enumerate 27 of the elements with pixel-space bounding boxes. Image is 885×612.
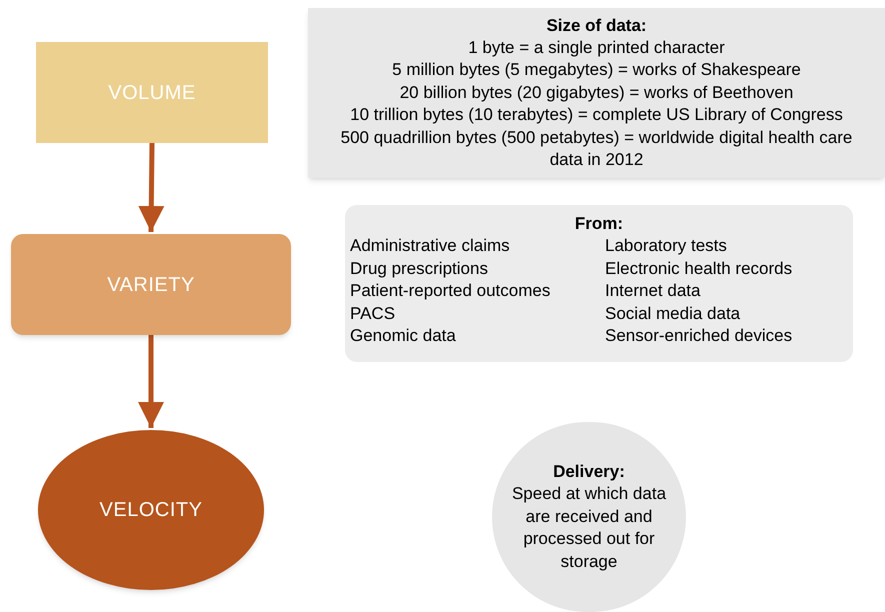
list-item: PACS [350, 302, 396, 324]
node-label: VOLUME [108, 80, 196, 106]
list-item: Laboratory tests [605, 235, 728, 257]
process-box [36, 42, 268, 143]
list-item: Drug prescriptions [350, 258, 489, 280]
info-box [308, 8, 885, 178]
list-item: Sensor-enriched devices [605, 325, 794, 347]
process-box [11, 234, 291, 335]
node-label: VELOCITY [100, 498, 202, 523]
heading: Delivery: [553, 461, 625, 483]
arrow [138, 142, 164, 232]
body-text: 5 million bytes (5 megabytes) = works of Shakespeare [392, 59, 801, 81]
heading: Size of data: [546, 14, 647, 36]
list-item: Social media data [605, 302, 742, 324]
list-item: Administrative claims [350, 235, 511, 257]
body-text: 10 trillion bytes (10 terabytes) = complete US Library of Congress [350, 104, 843, 126]
body-text: 500 quadrillion bytes (500 petabytes) = worldwide digital health care data in 2012 [340, 126, 854, 171]
heading: From: [574, 213, 624, 235]
list-item: Internet data [605, 280, 702, 302]
body-text: 1 byte = a single printed character [468, 36, 725, 58]
arrow [138, 335, 164, 428]
node-label: VARIETY [107, 272, 195, 298]
body-text: 20 billion bytes (20 gigabytes) = works of Beethoven [400, 82, 794, 104]
list-item: Electronic health records [605, 258, 794, 280]
list-item: Genomic data [350, 325, 457, 347]
body-text: Speed at which data are received and processed out for storage [510, 483, 668, 572]
list-item: Patient-reported outcomes [350, 280, 552, 302]
